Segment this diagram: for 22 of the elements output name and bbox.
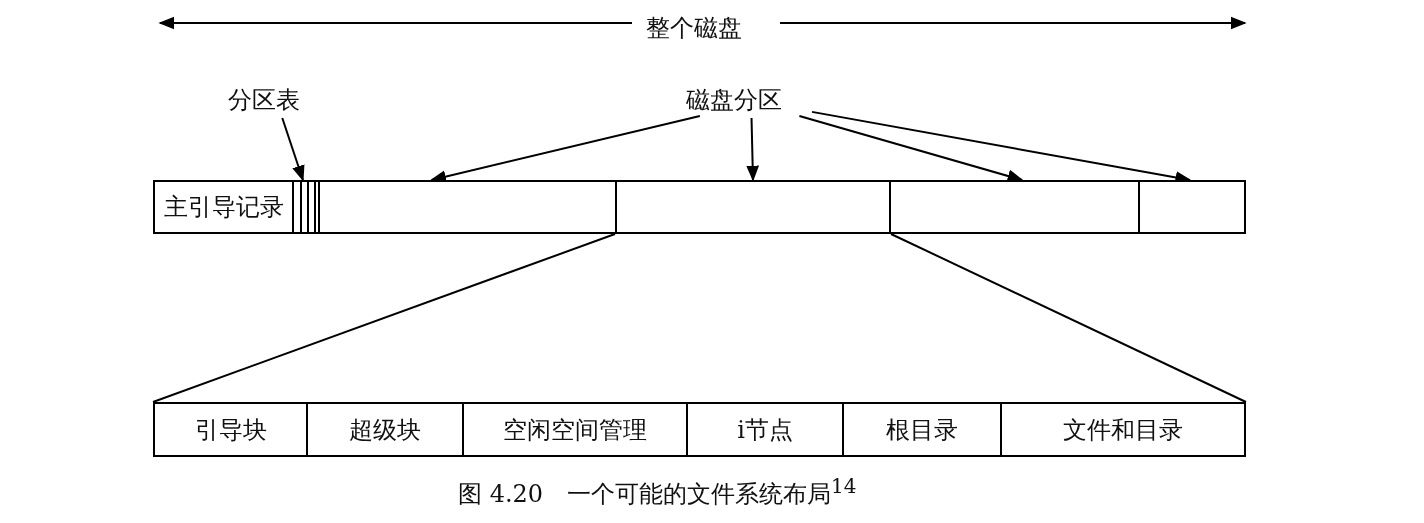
expansion-line (890, 233, 1247, 403)
figure-caption: 图 4.20 一个可能的文件系统布局$^{14}$ (458, 474, 857, 510)
partition-box (889, 180, 1140, 234)
partition-box (318, 180, 617, 234)
callout-label: 分区表 (228, 84, 300, 116)
layout-block: 引导块 (153, 402, 308, 457)
layout-block: 根目录 (842, 402, 1002, 457)
layout-block: 空闲空间管理 (462, 402, 688, 457)
boot-record-box: 主引导记录 (153, 180, 294, 234)
partition-box (1138, 180, 1246, 234)
expansion-line (152, 233, 616, 403)
arrow (281, 117, 305, 182)
layout-block: 超级块 (306, 402, 464, 457)
layout-block: 文件和目录 (1000, 402, 1246, 457)
arrow (430, 114, 701, 183)
partition-table-stripes (292, 180, 320, 234)
arrow (746, 117, 760, 182)
partition-box (615, 180, 891, 234)
callout-label: 磁盘分区 (686, 84, 782, 116)
dimension-label: 整个磁盘 (646, 13, 742, 44)
layout-block: i节点 (686, 402, 844, 457)
arrow (798, 114, 1024, 183)
